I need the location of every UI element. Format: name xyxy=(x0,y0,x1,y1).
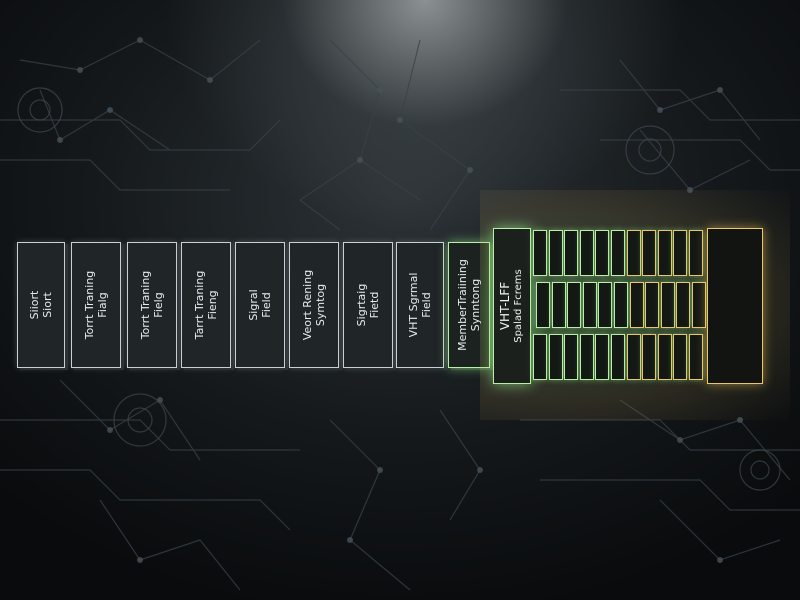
array-cell xyxy=(595,230,610,276)
array-cell xyxy=(673,230,688,276)
block-3-line2: Fielg xyxy=(152,292,165,318)
array-cell xyxy=(564,334,579,380)
array-cell xyxy=(579,230,594,276)
array-cell xyxy=(614,282,628,328)
block-2-line1: Torrt Traning xyxy=(83,270,96,340)
array-cell xyxy=(551,282,566,328)
array-cell xyxy=(548,334,563,380)
block-5-line1: Sigral xyxy=(247,289,260,321)
array-cell xyxy=(657,230,672,276)
cell-array xyxy=(533,228,713,384)
array-cell xyxy=(689,230,703,276)
array-cell xyxy=(548,230,563,276)
block-4-line1: Tarrt Traning xyxy=(193,270,206,340)
array-cell xyxy=(642,334,657,380)
block-1-line1: Siiort xyxy=(28,290,41,320)
array-cell xyxy=(673,334,688,380)
array-cell xyxy=(611,230,625,276)
block-9-line2: Synntong xyxy=(469,278,482,332)
block-6-line1: Veort Rening xyxy=(301,269,314,341)
block-7-line1: Sigrtaig xyxy=(355,283,368,327)
array-cell xyxy=(564,230,579,276)
block-3-line1: Torrt Traning xyxy=(139,270,152,340)
array-cell xyxy=(626,334,641,380)
array-cell xyxy=(533,230,547,276)
main-block: VHT-LFF Spalad Fcrems xyxy=(493,228,531,384)
array-cell xyxy=(645,282,660,328)
array-cell xyxy=(676,282,691,328)
array-cell xyxy=(660,282,675,328)
array-cell xyxy=(692,282,706,328)
array-cell xyxy=(595,334,610,380)
array-cell xyxy=(582,282,597,328)
block-4-line2: Fieng xyxy=(206,290,219,320)
array-cell xyxy=(567,282,582,328)
array-cell xyxy=(689,334,703,380)
block-7-line2: Fietd xyxy=(368,291,381,319)
block-2-line2: Fialg xyxy=(96,292,109,318)
block-5-line2: Field xyxy=(260,292,273,318)
end-block xyxy=(707,228,763,384)
array-cell xyxy=(536,282,550,328)
array-cell xyxy=(598,282,613,328)
array-cell xyxy=(579,334,594,380)
main-block-line1: VHT-LFF xyxy=(498,281,512,331)
array-cell xyxy=(657,334,672,380)
array-cell xyxy=(611,334,625,380)
block-1-line2: Siort xyxy=(41,292,54,318)
block-9-line1: MemberTraiining xyxy=(456,259,469,351)
block-8-line2: Field xyxy=(420,292,433,318)
block-6-line2: Symtog xyxy=(314,283,327,327)
block-8-line1: VHT Sgrmal xyxy=(407,272,420,338)
array-cell xyxy=(629,282,644,328)
array-cell xyxy=(533,334,547,380)
main-block-line2: Spalad Fcrems xyxy=(513,269,524,343)
array-cell xyxy=(626,230,641,276)
array-cell xyxy=(642,230,657,276)
